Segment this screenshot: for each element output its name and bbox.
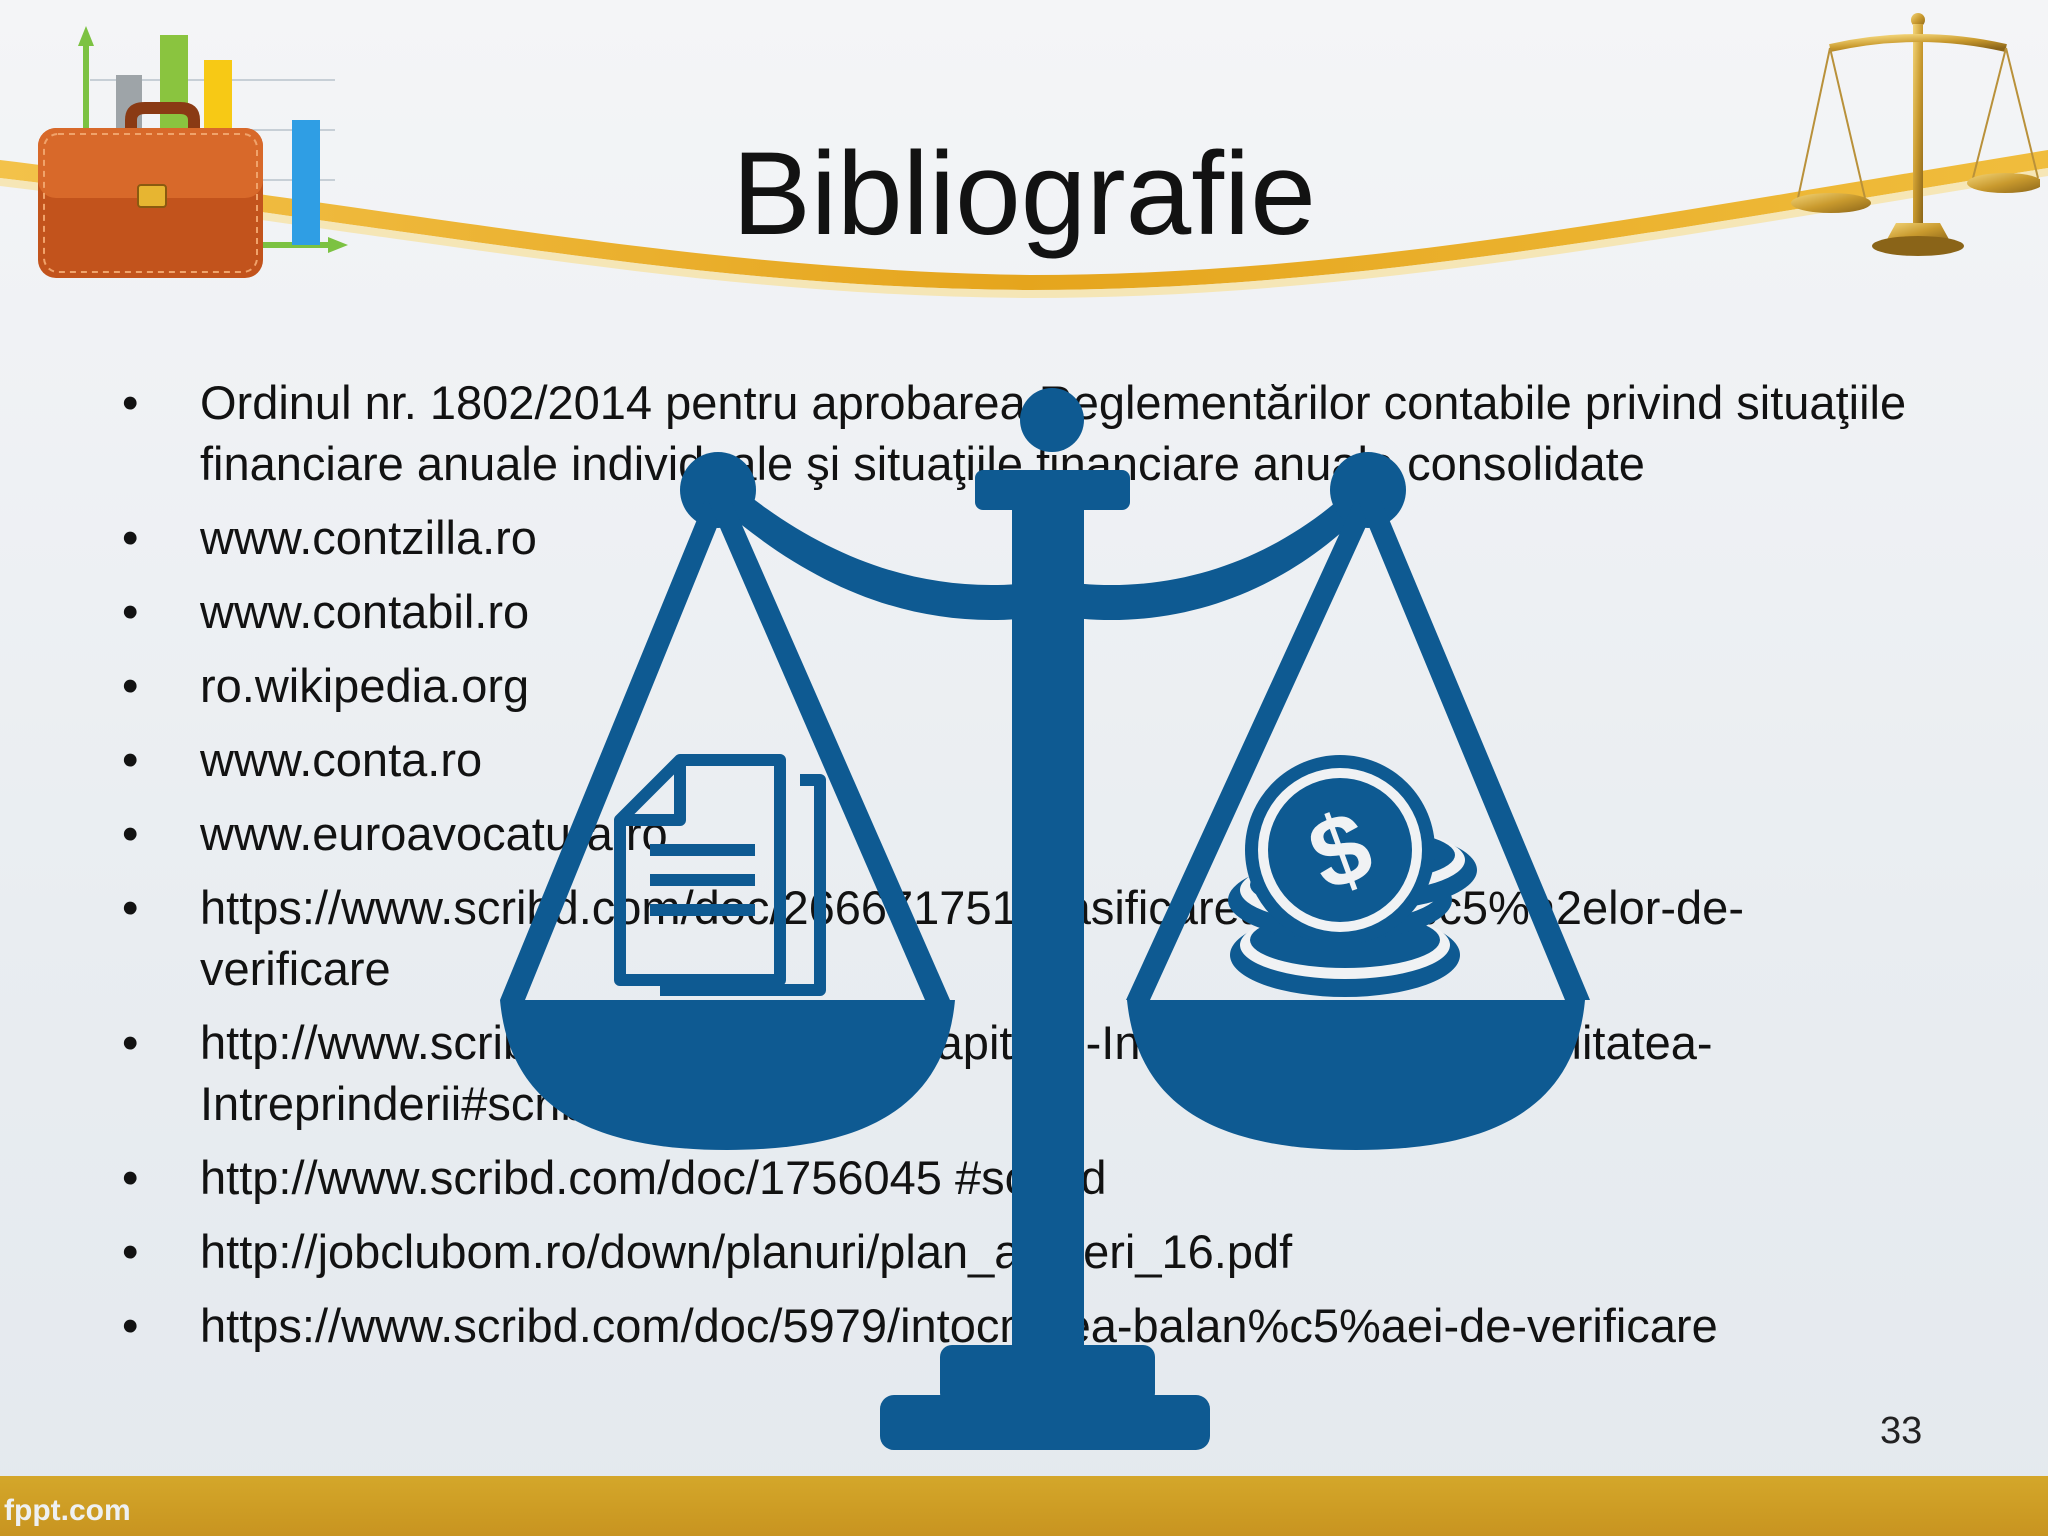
bullet-glyph: • — [122, 1299, 139, 1352]
list-item: • https://www.scribd.com/doc/266671751/cl… — [108, 877, 1928, 999]
list-item-text: ro.wikipedia.org — [200, 659, 530, 712]
bullet-glyph: • — [122, 376, 139, 429]
slide-title: Bibliografie — [732, 128, 1316, 260]
bibliography-list: • Ordinul nr. 1802/2014 pentru aprobarea … — [108, 372, 1928, 1369]
bullet-glyph: • — [122, 1151, 139, 1204]
bullet-glyph: • — [122, 1225, 139, 1278]
bullet-glyph: • — [122, 881, 139, 934]
list-item-text: http://jobclubom.ro/down/planuri/plan_af… — [200, 1225, 1293, 1278]
footer-logo: fppt.com — [4, 1494, 131, 1527]
list-item-text: www.contabil.ro — [200, 585, 530, 638]
list-item-text: Ordinul nr. 1802/2014 pentru aprobarea R… — [200, 376, 1907, 490]
list-item: • www.conta.ro — [108, 729, 1928, 790]
list-item-text: www.contzilla.ro — [200, 511, 537, 564]
list-item-text: http://www.scribd.com/doc/59401/Capitolu… — [200, 1016, 1713, 1130]
bullet-glyph: • — [122, 659, 139, 712]
gold-scale-icon — [1791, 13, 2040, 256]
list-item-text: https://www.scribd.com/doc/5979/intocmir… — [200, 1299, 1718, 1352]
bullet-glyph: • — [122, 807, 139, 860]
header-swoosh — [0, 150, 2048, 298]
bullet-glyph: • — [122, 1016, 139, 1069]
bullet-glyph: • — [122, 511, 139, 564]
list-item: • www.contabil.ro — [108, 581, 1928, 642]
bullet-glyph: • — [122, 733, 139, 786]
bullet-glyph: • — [122, 585, 139, 638]
list-item: • Ordinul nr. 1802/2014 pentru aprobarea … — [108, 372, 1928, 494]
page-number: 33 — [1880, 1410, 1923, 1452]
briefcase-chart-icon — [38, 26, 348, 278]
list-item: • ro.wikipedia.org — [108, 655, 1928, 716]
list-item: • http://www.scribd.com/doc/59401/Capitol… — [108, 1012, 1928, 1134]
list-item: • https://www.scribd.com/doc/5979/intocmi… — [108, 1295, 1928, 1356]
list-item-text: www.conta.ro — [200, 733, 483, 786]
list-item: • www.euroavocatura.ro — [108, 803, 1928, 864]
list-item: • http://www.scribd.com/doc/1756045 #scri… — [108, 1147, 1928, 1208]
list-item-text: https://www.scribd.com/doc/266671751/cla… — [200, 881, 1744, 995]
list-item: • www.contzilla.ro — [108, 507, 1928, 568]
footer-bar — [0, 1476, 2048, 1536]
list-item: • http://jobclubom.ro/down/planuri/plan_a… — [108, 1221, 1928, 1282]
list-item-text: www.euroavocatura.ro — [200, 807, 668, 860]
list-item-text: http://www.scribd.com/doc/1756045 #scrib… — [200, 1151, 1107, 1204]
